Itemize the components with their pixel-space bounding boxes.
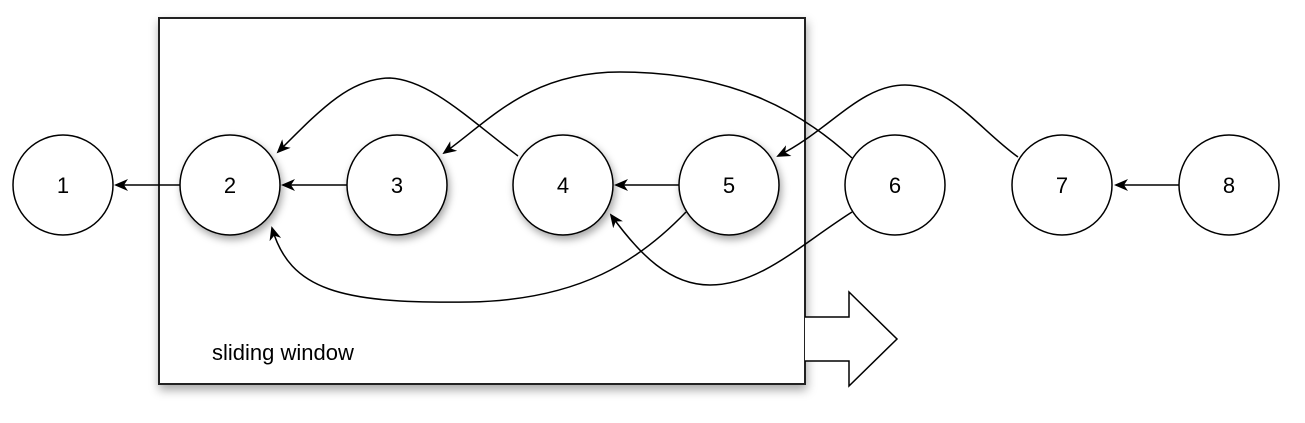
node-8-label: 8 <box>1223 173 1235 198</box>
edge-4-to-2 <box>276 77 519 157</box>
node-2-label: 2 <box>224 173 236 198</box>
node-7: 7 <box>1011 134 1113 236</box>
edge-7-to-5 <box>776 84 1019 158</box>
node-1-label: 1 <box>57 173 69 198</box>
edge-6-to-4 <box>609 211 853 286</box>
node-3: 3 <box>346 134 448 236</box>
node-5: 5 <box>678 134 780 236</box>
node-1: 1 <box>12 134 114 236</box>
edges-group <box>114 71 1180 303</box>
node-3-label: 3 <box>391 173 403 198</box>
slide-direction-arrow <box>805 290 899 388</box>
edge-6-to-3 <box>442 71 853 159</box>
node-4-label: 4 <box>557 173 569 198</box>
node-4: 4 <box>512 134 614 236</box>
edge-5-to-2 <box>269 211 687 303</box>
node-6-label: 6 <box>889 173 901 198</box>
nodes-group: 1 2 3 4 5 6 7 8 <box>12 134 1280 236</box>
node-7-label: 7 <box>1056 173 1068 198</box>
node-6: 6 <box>844 134 946 236</box>
node-8: 8 <box>1178 134 1280 236</box>
node-5-label: 5 <box>723 173 735 198</box>
node-2: 2 <box>179 134 281 236</box>
sliding-window-label: sliding window <box>212 340 354 365</box>
